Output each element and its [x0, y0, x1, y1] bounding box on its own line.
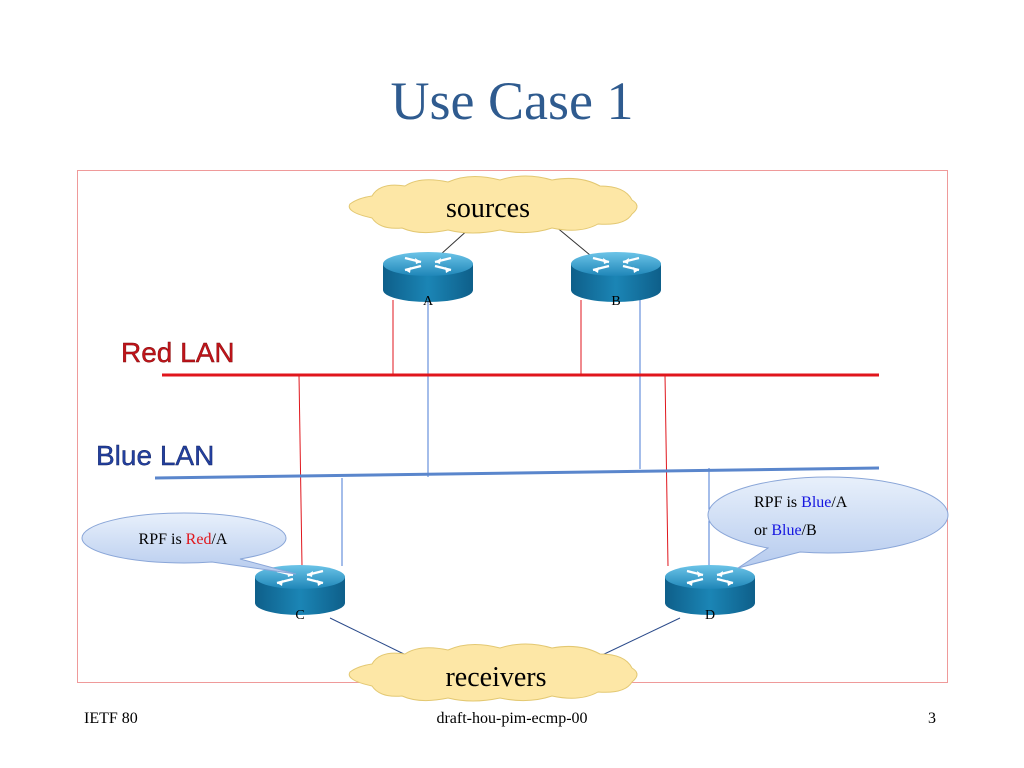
callout-router-c: RPF is Red/A	[81, 512, 297, 575]
link-sources-b	[554, 225, 591, 256]
footer-event: IETF 80	[84, 710, 138, 727]
router-c-label: C	[295, 608, 304, 623]
router-b: B	[569, 250, 663, 309]
sources-label: sources	[446, 193, 530, 224]
router-d: D	[663, 563, 757, 623]
blue-lan-line	[154, 466, 880, 480]
router-a: A	[381, 250, 475, 309]
callout-router-d: RPF is Blue/A or Blue/B	[707, 476, 949, 569]
router-d-label: D	[705, 608, 715, 623]
receivers-cloud: receivers	[348, 643, 638, 702]
link-c-red	[298, 374, 303, 567]
blue-lan-label: Blue LAN	[96, 440, 214, 471]
callout-d-line1: RPF is Blue/A	[754, 494, 848, 511]
footer-page-number: 3	[928, 710, 936, 727]
router-c: C	[253, 563, 347, 623]
slide-title: Use Case 1	[390, 71, 634, 131]
link-d-receivers	[597, 617, 681, 658]
callout-d-line2: or Blue/B	[754, 522, 817, 539]
router-b-label: B	[611, 294, 620, 309]
router-a-label: A	[423, 294, 434, 309]
callout-c-text: RPF is Red/A	[139, 531, 228, 548]
link-c-receivers	[329, 617, 411, 658]
sources-cloud: sources	[348, 175, 638, 234]
diagram-frame	[77, 170, 948, 683]
footer-draft-name: draft-hou-pim-ecmp-00	[436, 710, 588, 727]
red-lan-label: Red LAN	[121, 337, 235, 368]
receivers-label: receivers	[445, 662, 546, 693]
